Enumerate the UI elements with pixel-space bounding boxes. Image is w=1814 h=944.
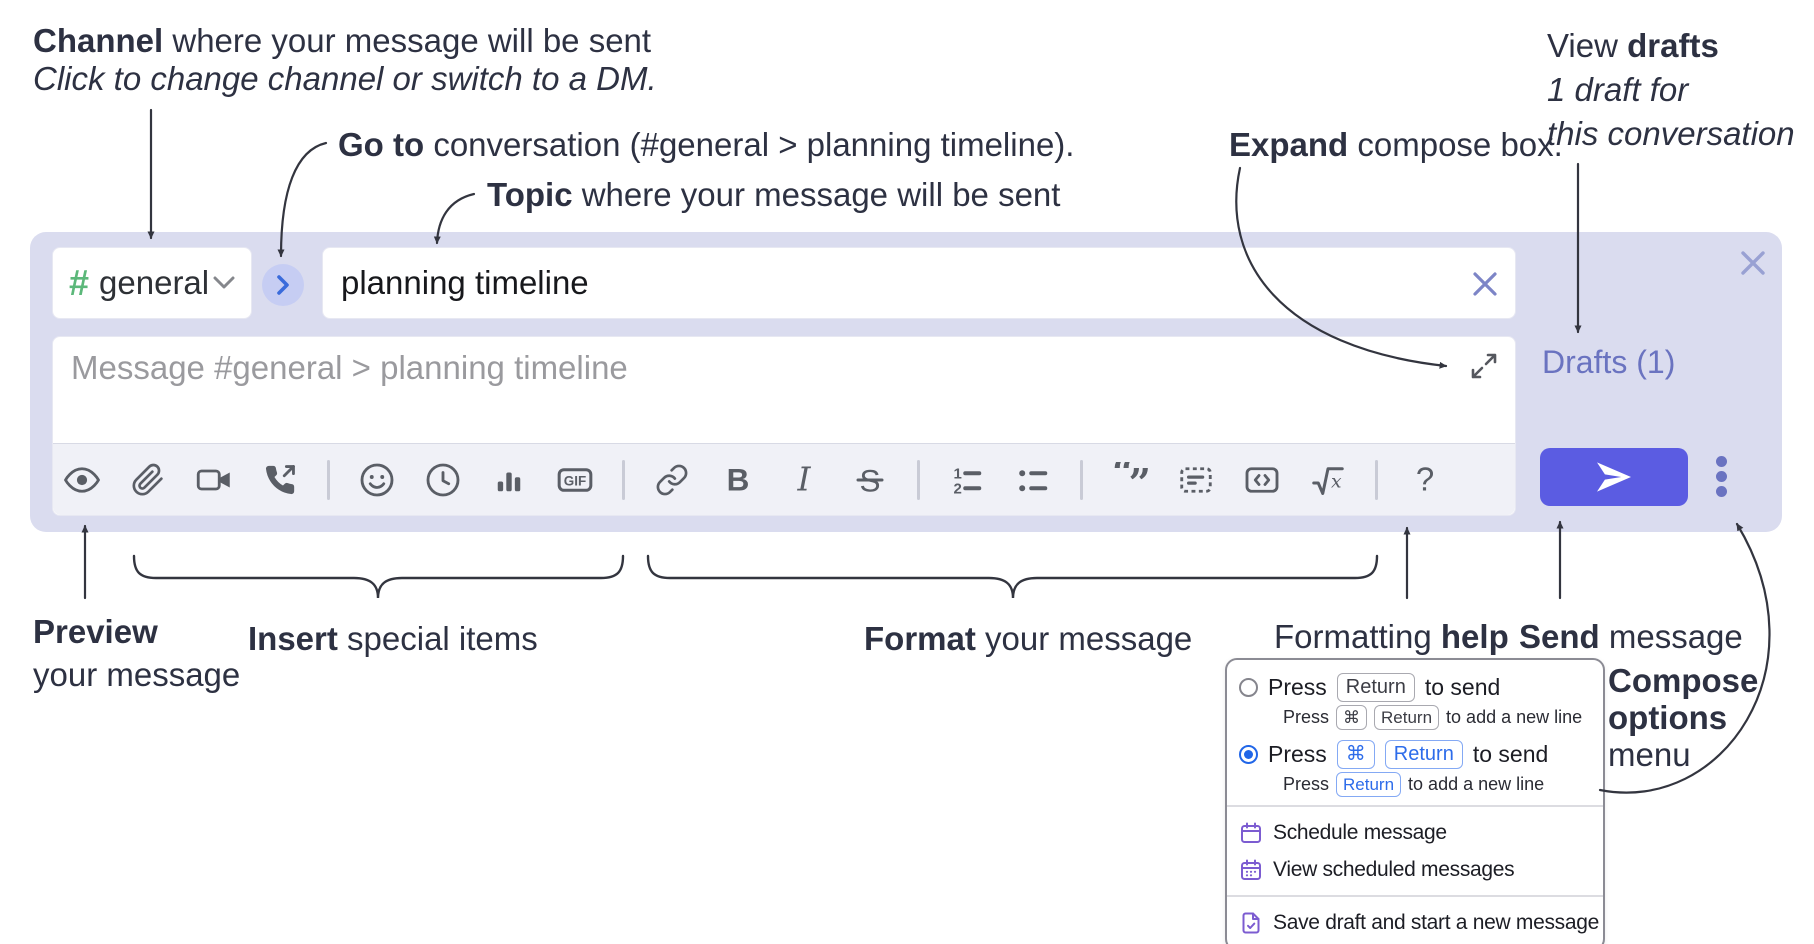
strikethrough-icon[interactable]: S xyxy=(851,461,889,499)
emoji-icon[interactable] xyxy=(358,461,396,499)
bulleted-list-icon[interactable] xyxy=(1014,461,1052,499)
compose-options-ellipsis-icon[interactable] xyxy=(1712,456,1730,504)
annotation-preview: Preview your message xyxy=(33,613,241,693)
bold-icon[interactable]: B xyxy=(719,461,757,499)
italic-icon[interactable]: I xyxy=(785,461,823,499)
message-box: GIF B I S xyxy=(52,336,1516,516)
video-call-icon[interactable] xyxy=(195,461,233,499)
spoiler-icon[interactable] xyxy=(1177,461,1215,499)
svg-text:1: 1 xyxy=(954,465,962,482)
topic-input-box xyxy=(322,247,1516,319)
svg-text:?: ? xyxy=(1416,462,1434,498)
compose-toolbar: GIF B I S xyxy=(53,443,1515,515)
expand-compose-icon[interactable] xyxy=(1469,351,1499,381)
link-icon[interactable] xyxy=(653,461,691,499)
help-icon[interactable]: ? xyxy=(1406,461,1444,499)
kbd-return: Return xyxy=(1374,705,1440,730)
menu-item-schedule-message[interactable]: Schedule message xyxy=(1239,814,1591,851)
svg-text:2: 2 xyxy=(954,480,962,497)
radio-unselected-icon[interactable] xyxy=(1239,677,1258,697)
close-compose-icon[interactable] xyxy=(1736,246,1770,280)
annotation-format: Format your message xyxy=(864,620,1193,657)
channel-selector[interactable]: # general xyxy=(52,247,252,319)
toolbar-divider xyxy=(622,459,625,500)
global-time-icon[interactable] xyxy=(424,461,462,499)
svg-text:“: “ xyxy=(1112,462,1134,496)
svg-text:”: ” xyxy=(1129,462,1149,498)
kbd-return: Return xyxy=(1336,672,1415,702)
toolbar-divider xyxy=(1080,459,1083,500)
send-option-cmd-return-sub: Press Return to add a new line xyxy=(1283,771,1591,798)
annotation-channel: Channel where your message will be sent … xyxy=(33,22,657,97)
annotation-help: Formatting help xyxy=(1274,618,1509,655)
calendar-clock-icon xyxy=(1239,858,1263,882)
svg-text:I: I xyxy=(796,462,811,498)
chevron-right-icon xyxy=(274,274,292,296)
draft-file-icon xyxy=(1239,911,1263,935)
poll-icon[interactable] xyxy=(490,461,528,499)
kbd-cmd: ⌘ xyxy=(1336,739,1375,769)
send-option-cmd-return[interactable]: Press ⌘ Return to send xyxy=(1239,737,1591,771)
kbd-cmd: ⌘ xyxy=(1336,705,1368,730)
send-option-return[interactable]: Press Return to send xyxy=(1239,670,1591,704)
audio-call-icon[interactable] xyxy=(261,461,299,499)
menu-item-view-scheduled[interactable]: View scheduled messages xyxy=(1239,851,1591,888)
compose-options-menu: Press Return to send Press ⌘ Return to a… xyxy=(1225,658,1605,944)
code-icon[interactable] xyxy=(1243,461,1281,499)
drafts-link[interactable]: Drafts (1) xyxy=(1542,344,1676,380)
toolbar-divider xyxy=(917,459,920,500)
calendar-icon xyxy=(1239,821,1263,845)
svg-text:x: x xyxy=(1331,471,1342,492)
topic-input[interactable] xyxy=(323,264,1441,302)
clear-topic-icon[interactable] xyxy=(1469,268,1501,300)
svg-text:B: B xyxy=(727,462,750,498)
kbd-return: Return xyxy=(1336,772,1402,797)
format-brace xyxy=(646,554,1379,599)
annotation-goto: Go to conversation (#general > planning … xyxy=(338,126,1075,163)
menu-item-save-draft[interactable]: Save draft and start a new message xyxy=(1239,904,1599,941)
send-option-return-sub: Press ⌘ Return to add a new line xyxy=(1283,704,1591,731)
annotation-topic: Topic where your message will be sent xyxy=(487,176,1061,213)
go-to-conversation-button[interactable] xyxy=(262,264,304,306)
annotation-compose-options: Compose options menu xyxy=(1608,662,1759,773)
send-button[interactable] xyxy=(1540,448,1688,506)
send-plane-icon xyxy=(1592,460,1636,494)
toolbar-divider xyxy=(1375,459,1378,500)
kbd-return: Return xyxy=(1384,739,1463,769)
toolbar-divider xyxy=(327,459,330,500)
numbered-list-icon[interactable]: 1 2 xyxy=(948,461,986,499)
radio-selected-icon[interactable] xyxy=(1239,744,1258,764)
message-textarea[interactable] xyxy=(53,337,1451,445)
quote-icon[interactable]: “ ” xyxy=(1111,461,1149,499)
paperclip-icon[interactable] xyxy=(129,461,167,499)
menu-divider xyxy=(1227,895,1603,897)
svg-text:GIF: GIF xyxy=(564,473,586,488)
chevron-down-icon xyxy=(213,276,235,290)
annotation-insert: Insert special items xyxy=(248,620,538,657)
math-icon[interactable]: x xyxy=(1309,461,1347,499)
annotation-expand: Expand compose box. xyxy=(1229,126,1563,163)
annotation-send: Send message xyxy=(1519,618,1743,655)
menu-divider xyxy=(1227,805,1603,807)
gif-icon[interactable]: GIF xyxy=(556,461,594,499)
annotation-view-drafts: View drafts 1 draft for this conversatio… xyxy=(1547,27,1795,152)
preview-eye-icon[interactable] xyxy=(63,461,101,499)
insert-brace xyxy=(132,554,625,599)
hash-icon: # xyxy=(69,262,90,303)
channel-name: general xyxy=(99,264,210,301)
